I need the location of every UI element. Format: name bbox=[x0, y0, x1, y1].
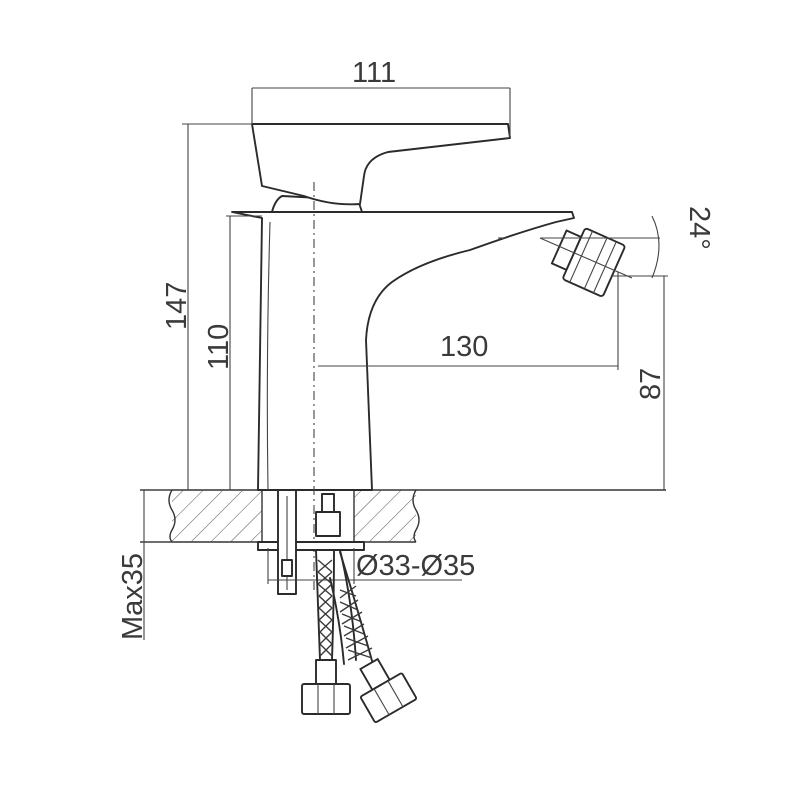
dim-total-height: 147 bbox=[161, 123, 252, 490]
label-hole-diameter: Ø33-Ø35 bbox=[356, 550, 475, 582]
faucet-body bbox=[231, 211, 575, 491]
label-130: 130 bbox=[440, 331, 488, 363]
mounting-hardware bbox=[257, 489, 365, 595]
label-24-deg: 24° bbox=[683, 206, 715, 250]
label-147: 147 bbox=[161, 282, 193, 330]
label-110: 110 bbox=[203, 324, 235, 370]
dim-body-height: 110 bbox=[203, 215, 262, 490]
label-max35: Max35 bbox=[117, 553, 149, 640]
supply-hose-right bbox=[329, 549, 418, 724]
dim-spout-reach: 130 bbox=[318, 272, 619, 370]
label-111: 111 bbox=[352, 57, 396, 89]
supply-hose-left bbox=[301, 549, 351, 715]
dim-spout-angle: 24° bbox=[539, 206, 715, 279]
dim-spout-height: 87 bbox=[612, 275, 668, 490]
label-87: 87 bbox=[635, 368, 667, 400]
bidet-nozzle bbox=[550, 227, 626, 297]
lever-handle bbox=[251, 123, 511, 213]
dim-hole-diameter: Ø33-Ø35 bbox=[267, 548, 475, 584]
countertop bbox=[140, 489, 666, 543]
dim-mount-thickness: Max35 bbox=[117, 489, 172, 640]
dim-handle-length: 111 bbox=[251, 57, 511, 138]
